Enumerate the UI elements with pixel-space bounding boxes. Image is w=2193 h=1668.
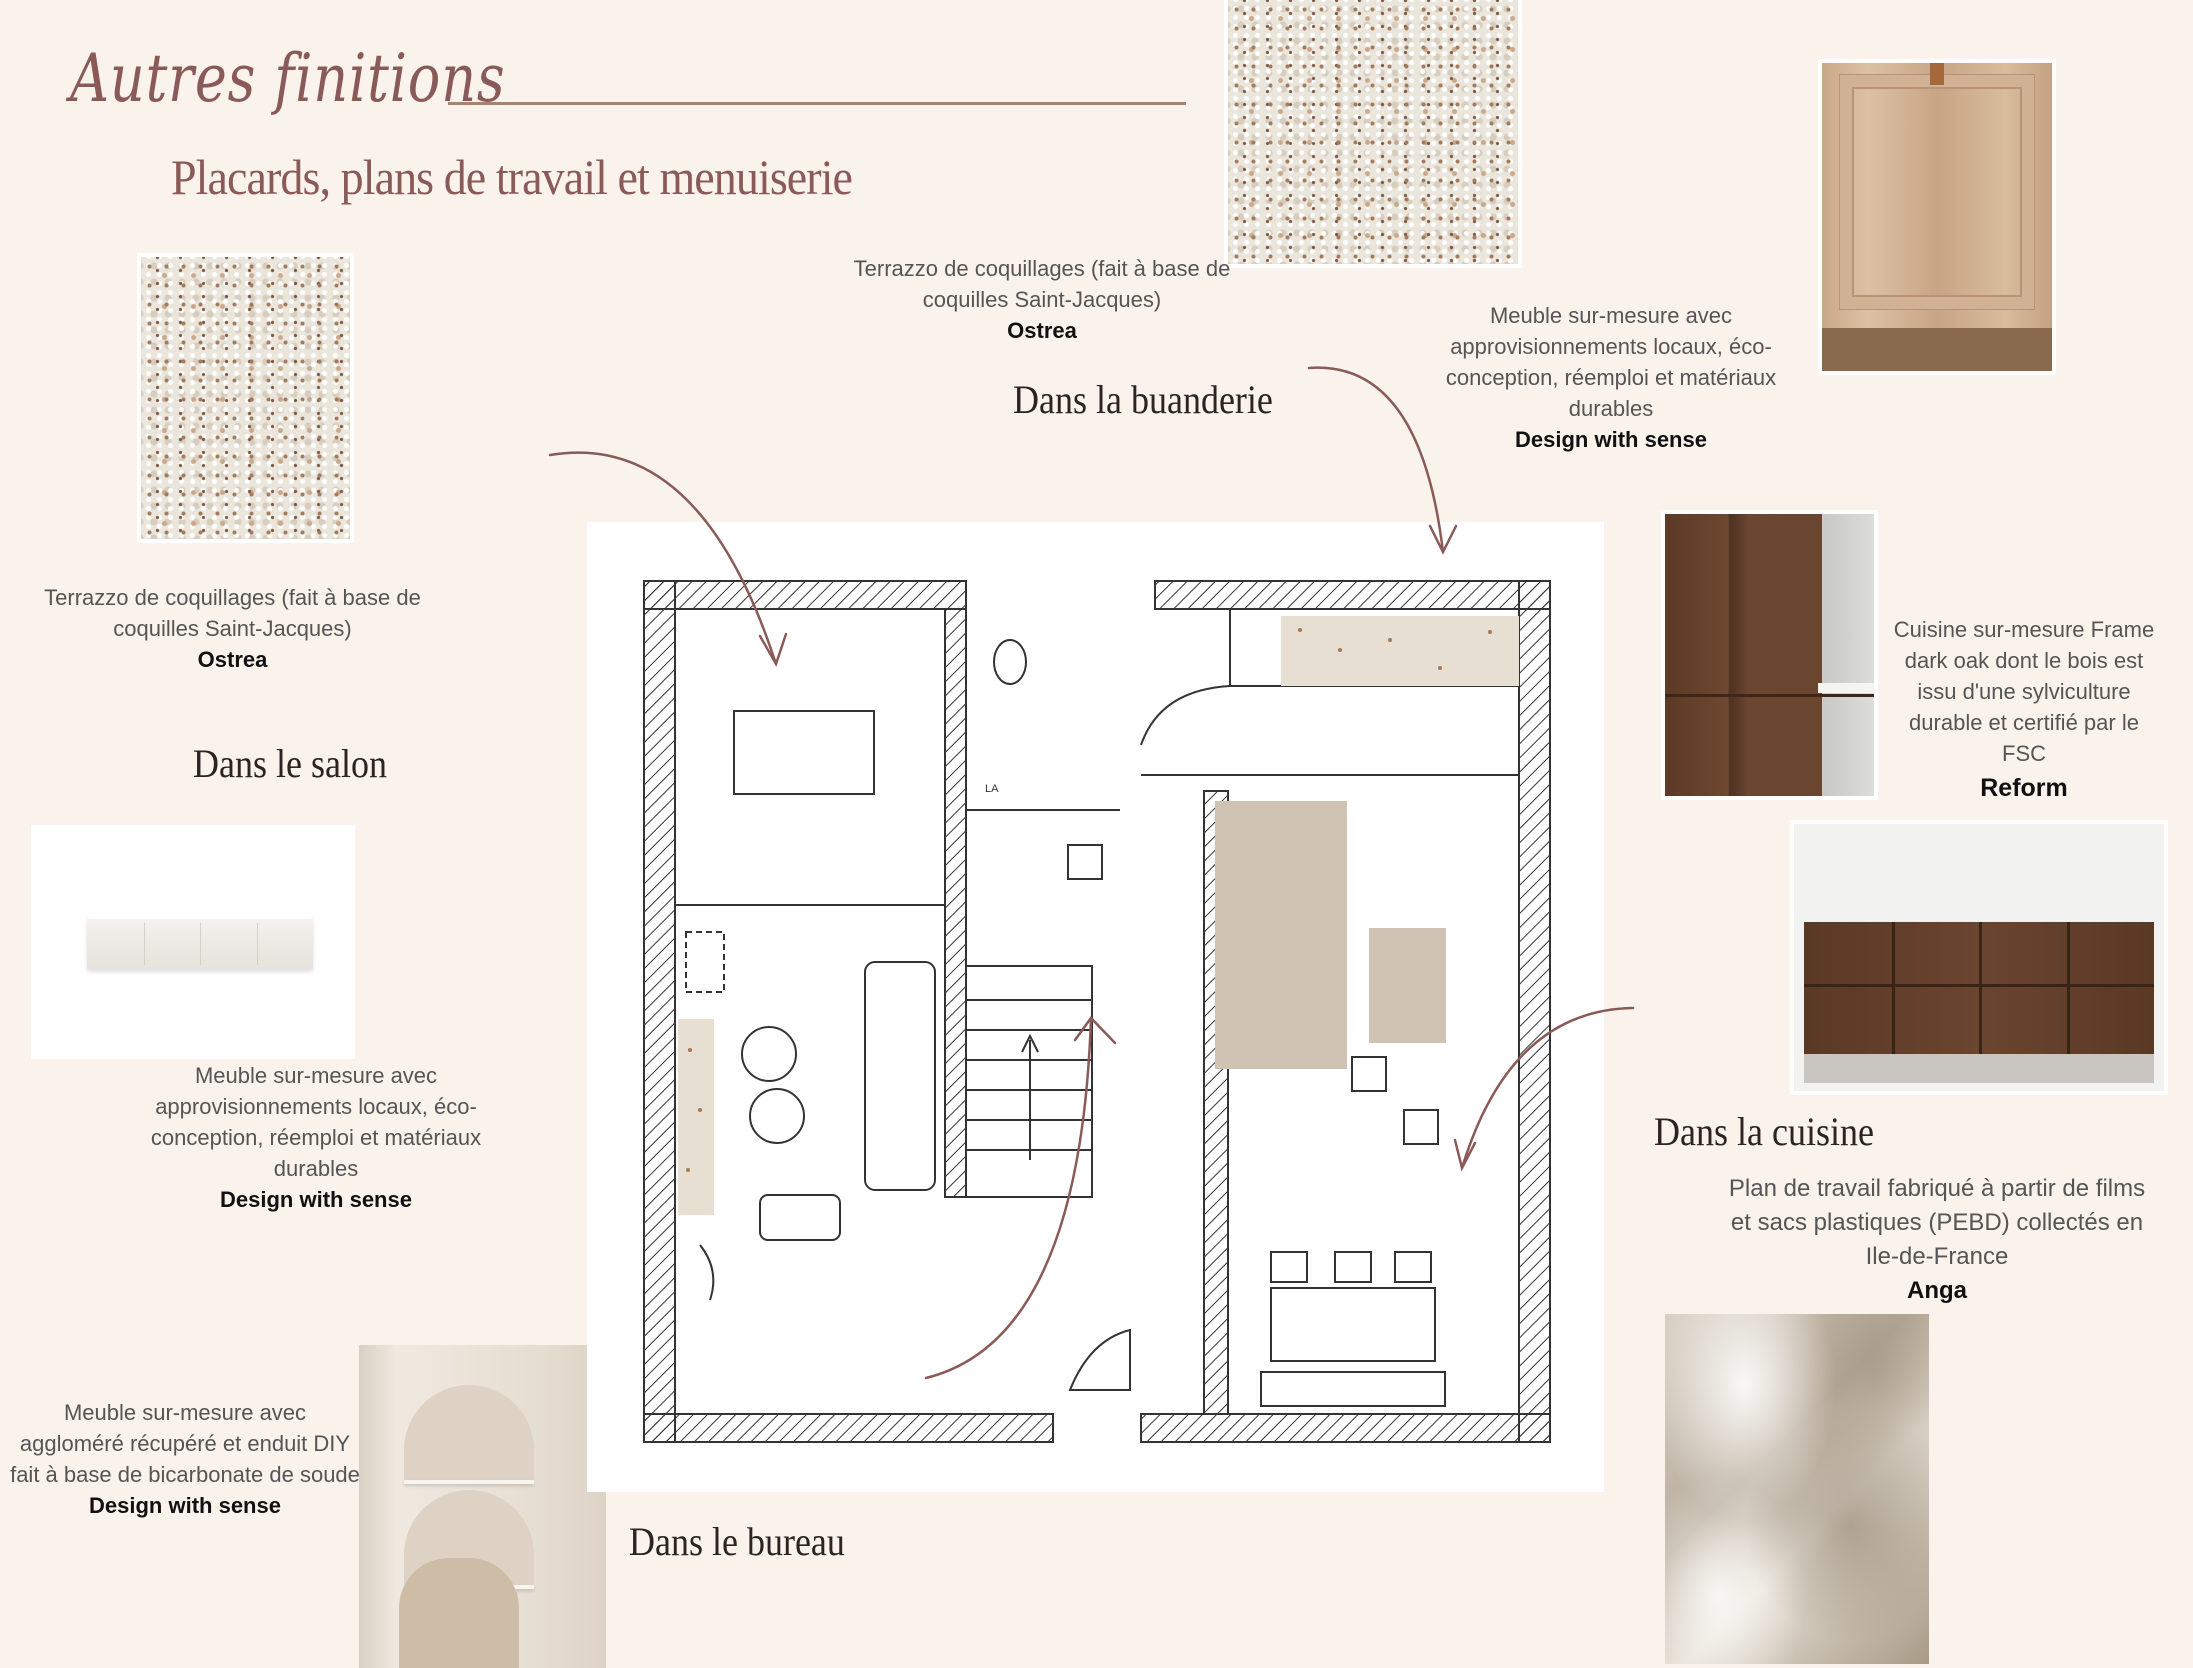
floor-plan-drawing: LA [643, 580, 1551, 1443]
caption-brand: Design with sense [1515, 427, 1707, 452]
room-heading-salon: Dans le salon [193, 741, 387, 786]
script-title: Autres finitions [70, 40, 506, 117]
door-handle [1930, 63, 1944, 85]
terrazzo-salon-caption: Terrazzo de coquillages (fait à base de … [10, 582, 455, 675]
caption-text: Cuisine sur-mesure Frame dark oak dont l… [1893, 617, 2155, 766]
meuble-salon-caption: Meuble sur-mesure avec approvisionnement… [116, 1060, 516, 1215]
white-cabinet-image [31, 825, 355, 1059]
caption-text: Terrazzo de coquillages (fait à base de … [853, 256, 1231, 312]
caption-brand: Design with sense [220, 1187, 412, 1212]
alcove-shelf-image [359, 1345, 606, 1668]
caption-text: Meuble sur-mesure avec approvisionnement… [150, 1063, 482, 1181]
dining-table [1270, 1287, 1436, 1362]
room-heading-buanderie: Dans la buanderie [1013, 377, 1273, 422]
walls [643, 580, 1551, 1443]
oak-door-image [1818, 59, 2056, 375]
caption-brand: Design with sense [89, 1493, 281, 1518]
sofa [864, 961, 936, 1191]
caption-brand: Anga [1907, 1277, 1967, 1304]
terrazzo-buanderie-image [1224, 0, 1522, 268]
floor-plan: LA [587, 522, 1604, 1492]
caption-text: Meuble sur-mesure avec approvisionnement… [1445, 303, 1777, 421]
cabinet-unit [87, 919, 313, 969]
caption-text: Terrazzo de coquillages (fait à base de … [44, 585, 421, 641]
room-heading-cuisine: Dans la cuisine [1654, 1109, 1874, 1154]
caption-brand: Ostrea [1007, 318, 1077, 343]
terrazzo-salon-image [137, 253, 354, 543]
bed [733, 710, 875, 795]
onyx-worktop-image [1661, 1310, 1933, 1668]
room-heading-bureau: Dans le bureau [629, 1519, 845, 1564]
title-divider [448, 102, 1186, 105]
armchair [399, 1558, 519, 1668]
plan-label: LA [985, 783, 999, 795]
kitchen-image [1790, 820, 2168, 1095]
caption-brand: Reform [1980, 774, 2068, 802]
dark-oak-cabinet-image [1661, 510, 1878, 800]
meuble-buanderie-caption: Meuble sur-mesure avec approvisionnement… [1416, 300, 1806, 455]
meuble-bureau-caption: Meuble sur-mesure avec aggloméré récupér… [10, 1397, 360, 1521]
terrazzo-buanderie-caption: Terrazzo de coquillages (fait à base de … [842, 253, 1242, 346]
toilet [993, 639, 1027, 685]
plan-travail-caption: Plan de travail fabriqué à partir de fil… [1717, 1172, 2157, 1308]
caption-text: Plan de travail fabriqué à partir de fil… [1728, 1175, 2146, 1270]
cuisine-reform-caption: Cuisine sur-mesure Frame dark oak dont l… [1890, 614, 2158, 804]
caption-text: Meuble sur-mesure avec aggloméré récupér… [10, 1400, 360, 1487]
caption-brand: Ostrea [197, 647, 268, 672]
page-subtitle: Placards, plans de travail et menuiserie [171, 149, 853, 205]
